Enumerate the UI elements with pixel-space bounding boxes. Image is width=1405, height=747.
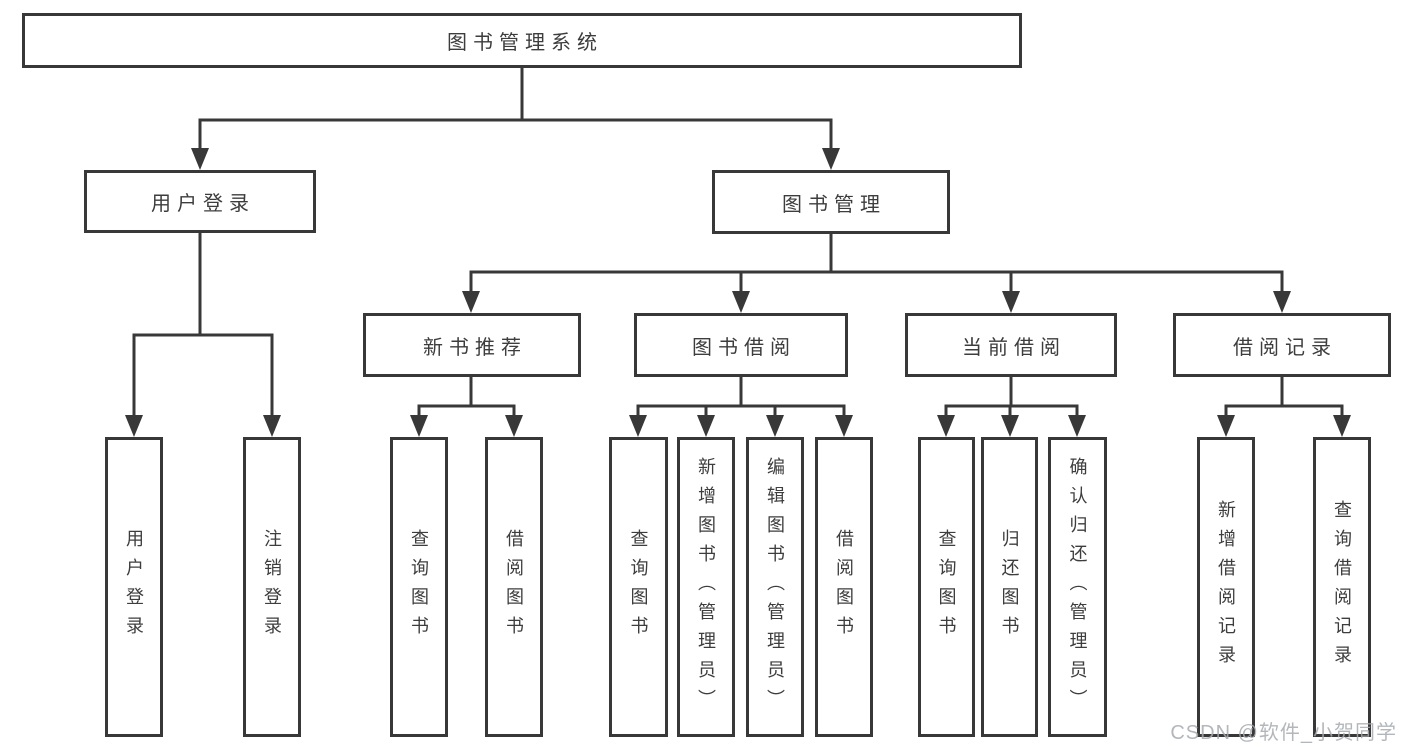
- leaf-label: 借阅图书: [834, 529, 854, 645]
- leaf-label: 编辑图书（管理员）: [765, 456, 785, 718]
- leaf-label: 查询借阅记录: [1332, 500, 1352, 674]
- leaf-bb-borrow-book: 借阅图书: [815, 437, 873, 737]
- leaf-label: 查询图书: [628, 529, 649, 645]
- leaf-label: 归还图书: [999, 529, 1020, 645]
- leaf-logout: 注销登录: [243, 437, 301, 737]
- watermark: CSDN @软件_小贺同学: [1170, 722, 1397, 744]
- leaf-label: 注销登录: [262, 529, 282, 645]
- node-borrow-record: 借阅记录: [1173, 313, 1391, 377]
- node-book-borrow: 图书借阅: [634, 313, 848, 377]
- leaf-user-login: 用户登录: [105, 437, 163, 737]
- node-user-login: 用户登录: [84, 170, 316, 233]
- leaf-bb-add-book: 新增图书（管理员）: [677, 437, 735, 737]
- leaf-cb-confirm-return: 确认归还（管理员）: [1048, 437, 1107, 737]
- leaf-cb-query-book: 查询图书: [918, 437, 975, 737]
- leaf-br-add-record: 新增借阅记录: [1197, 437, 1255, 737]
- leaf-label: 借阅图书: [504, 529, 524, 645]
- leaf-bb-edit-book: 编辑图书（管理员）: [746, 437, 804, 737]
- leaf-label: 用户登录: [124, 529, 144, 645]
- leaf-rec-query-book: 查询图书: [390, 437, 448, 737]
- leaf-cb-return-book: 归还图书: [981, 437, 1038, 737]
- leaf-label: 新增借阅记录: [1216, 500, 1236, 674]
- leaf-rec-borrow-book: 借阅图书: [485, 437, 543, 737]
- leaf-br-query-record: 查询借阅记录: [1313, 437, 1371, 737]
- node-book-management: 图书管理: [712, 170, 950, 234]
- node-library-system: 图书管理系统: [22, 13, 1022, 68]
- leaf-label: 确认归还（管理员）: [1067, 456, 1088, 718]
- leaf-label: 查询图书: [409, 529, 429, 645]
- leaf-bb-query-book: 查询图书: [609, 437, 668, 737]
- node-current-borrow: 当前借阅: [905, 313, 1117, 377]
- node-new-book-recommend: 新书推荐: [363, 313, 581, 377]
- leaf-label: 查询图书: [936, 529, 957, 645]
- leaf-label: 新增图书（管理员）: [696, 456, 716, 718]
